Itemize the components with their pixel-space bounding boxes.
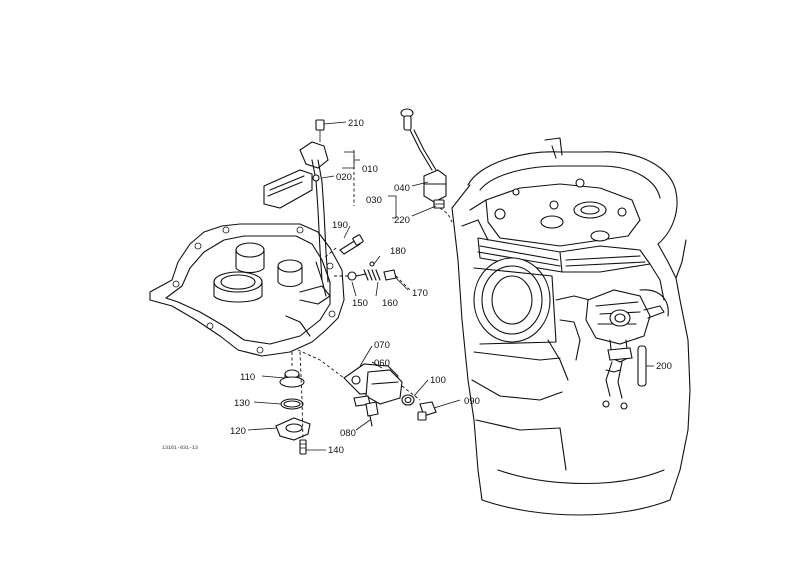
callout-150: 150 <box>352 298 368 309</box>
oil-pump-assembly <box>343 363 437 427</box>
assembly-guide-lines <box>291 150 453 441</box>
engine-block <box>451 137 691 516</box>
oil-gauge-assembly <box>400 108 447 209</box>
callout-100: 100 <box>430 375 446 386</box>
callout-labels: 210 010 020 190 040 030 220 180 170 150 … <box>162 118 672 456</box>
breather-assembly <box>263 119 329 283</box>
part-200-pin <box>637 345 654 387</box>
callout-130: 130 <box>234 398 250 409</box>
drawing-code: 13161-031-13 <box>162 445 198 451</box>
callout-200: 200 <box>656 361 672 372</box>
callout-190: 190 <box>332 220 348 231</box>
callout-170: 170 <box>412 288 428 299</box>
callout-210: 210 <box>348 118 364 129</box>
callout-080: 080 <box>340 428 356 439</box>
callout-110: 110 <box>240 372 255 383</box>
callout-220: 220 <box>394 215 410 226</box>
callout-060: 060 <box>374 358 390 369</box>
callout-160: 160 <box>382 298 398 309</box>
governor-parts <box>339 234 397 281</box>
callout-010: 010 <box>362 164 378 175</box>
callout-180: 180 <box>390 246 406 257</box>
callout-070: 070 <box>374 340 390 351</box>
callout-120: 120 <box>230 426 246 437</box>
callout-140: 140 <box>328 445 344 456</box>
callout-090: 090 <box>464 396 480 407</box>
crankcase-cover <box>149 223 345 357</box>
callout-030: 030 <box>366 195 382 206</box>
callout-040: 040 <box>394 183 410 194</box>
oil-filter-assembly <box>275 369 311 455</box>
callout-020: 020 <box>336 172 352 183</box>
leader-lines <box>247 121 461 451</box>
carburetor <box>585 289 665 410</box>
